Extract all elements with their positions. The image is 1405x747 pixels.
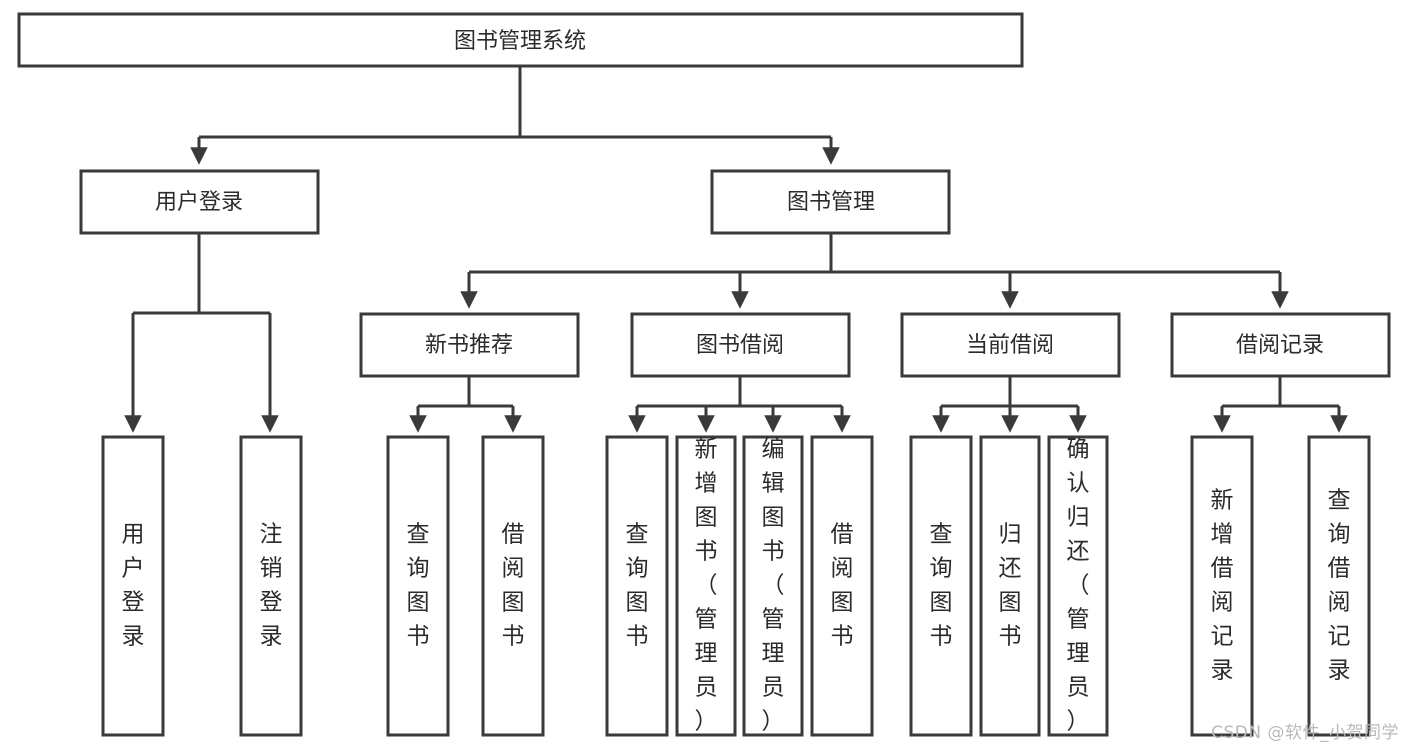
node-root-box[interactable] bbox=[17, 12, 1024, 68]
node-leaf-query-book-3-box[interactable] bbox=[909, 435, 973, 737]
node-leaf-query-book-1[interactable]: 查询图书 bbox=[386, 435, 450, 737]
node-leaf-query-record[interactable]: 查询借阅记录 bbox=[1307, 435, 1371, 737]
node-leaf-query-record-box[interactable] bbox=[1307, 435, 1371, 737]
node-root-label: 图书管理系统 bbox=[454, 29, 586, 54]
node-leaf-borrow-book-1-label: 借阅图书 bbox=[502, 522, 525, 650]
node-leaf-logout-box[interactable] bbox=[239, 435, 303, 737]
node-book-borrow-label: 图书借阅 bbox=[696, 333, 784, 358]
node-leaf-borrow-book-2-label: 借阅图书 bbox=[831, 522, 854, 650]
node-current-borrow[interactable]: 当前借阅 bbox=[900, 312, 1121, 378]
node-borrow-record[interactable]: 借阅记录 bbox=[1170, 312, 1391, 378]
node-book-borrow[interactable]: 图书借阅 bbox=[630, 312, 851, 378]
node-leaf-edit-book-label: 编辑图书（管理员） bbox=[762, 437, 785, 735]
node-current-borrow-label: 当前借阅 bbox=[966, 333, 1054, 358]
node-user-login-box[interactable] bbox=[79, 169, 320, 235]
node-book-manage[interactable]: 图书管理 bbox=[710, 169, 951, 235]
node-leaf-query-book-1-box[interactable] bbox=[386, 435, 450, 737]
node-leaf-query-book-2-label: 查询图书 bbox=[626, 522, 649, 650]
node-leaf-add-book[interactable]: 新增图书（管理员） bbox=[675, 435, 737, 737]
node-book-borrow-box[interactable] bbox=[630, 312, 851, 378]
node-leaf-add-record-box[interactable] bbox=[1190, 435, 1254, 737]
node-leaf-logout-label: 注销登录 bbox=[260, 522, 283, 650]
node-leaf-confirm-return[interactable]: 确认归还（管理员） bbox=[1047, 435, 1109, 737]
node-leaf-query-record-label: 查询借阅记录 bbox=[1328, 488, 1351, 684]
node-new-book-recommend-box[interactable] bbox=[359, 312, 580, 378]
node-current-borrow-box[interactable] bbox=[900, 312, 1121, 378]
node-leaf-borrow-book-1-box[interactable] bbox=[481, 435, 545, 737]
node-leaf-edit-book-box[interactable] bbox=[742, 435, 804, 737]
node-leaf-logout[interactable]: 注销登录 bbox=[239, 435, 303, 737]
node-new-book-recommend[interactable]: 新书推荐 bbox=[359, 312, 580, 378]
node-leaf-query-book-3-label: 查询图书 bbox=[930, 522, 953, 650]
node-leaf-add-record-label: 新增借阅记录 bbox=[1211, 488, 1234, 684]
node-leaf-query-book-2-box[interactable] bbox=[605, 435, 669, 737]
node-user-login[interactable]: 用户登录 bbox=[79, 169, 320, 235]
node-leaf-add-book-box[interactable] bbox=[675, 435, 737, 737]
node-book-manage-label: 图书管理 bbox=[787, 190, 875, 215]
node-borrow-record-label: 借阅记录 bbox=[1236, 333, 1324, 358]
connector-group bbox=[124, 67, 1348, 433]
node-leaf-user-login[interactable]: 用户登录 bbox=[101, 435, 165, 737]
node-new-book-recommend-label: 新书推荐 bbox=[425, 333, 513, 358]
node-leaf-add-book-label: 新增图书（管理员） bbox=[695, 437, 718, 735]
node-borrow-record-box[interactable] bbox=[1170, 312, 1391, 378]
node-leaf-confirm-return-box[interactable] bbox=[1047, 435, 1109, 737]
node-user-login-label: 用户登录 bbox=[155, 190, 243, 215]
node-leaf-user-login-box[interactable] bbox=[101, 435, 165, 737]
node-leaf-return-book[interactable]: 归还图书 bbox=[979, 435, 1041, 737]
node-root[interactable]: 图书管理系统 bbox=[17, 12, 1024, 68]
node-leaf-query-book-3[interactable]: 查询图书 bbox=[909, 435, 973, 737]
node-leaf-edit-book[interactable]: 编辑图书（管理员） bbox=[742, 435, 804, 737]
node-leaf-borrow-book-2[interactable]: 借阅图书 bbox=[810, 435, 874, 737]
node-book-manage-box[interactable] bbox=[710, 169, 951, 235]
node-leaf-borrow-book-1[interactable]: 借阅图书 bbox=[481, 435, 545, 737]
node-leaf-user-login-label: 用户登录 bbox=[122, 522, 145, 650]
node-leaf-confirm-return-label: 确认归还（管理员） bbox=[1067, 437, 1090, 735]
node-leaf-query-book-2[interactable]: 查询图书 bbox=[605, 435, 669, 737]
node-leaf-borrow-book-2-box[interactable] bbox=[810, 435, 874, 737]
leaf-node-group: 用户登录 注销登录 查询图书 借阅图书 查询图书 新增图书（管理员） bbox=[101, 435, 1371, 737]
node-leaf-add-record[interactable]: 新增借阅记录 bbox=[1190, 435, 1254, 737]
node-leaf-query-book-1-label: 查询图书 bbox=[407, 522, 430, 650]
node-leaf-return-book-label: 归还图书 bbox=[999, 522, 1022, 650]
node-leaf-return-book-box[interactable] bbox=[979, 435, 1041, 737]
